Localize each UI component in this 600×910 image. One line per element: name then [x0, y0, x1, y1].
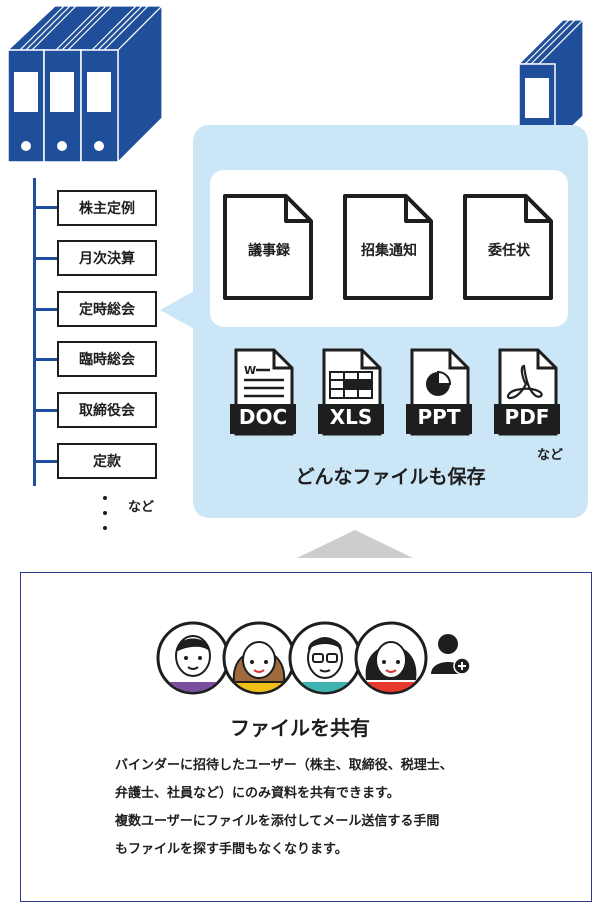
tree-trunk — [33, 178, 36, 486]
folder-item[interactable]: 定款 — [57, 443, 157, 479]
share-box — [20, 572, 592, 902]
file-type-label: PDF — [504, 405, 550, 429]
binder-stack-icon — [6, 4, 164, 164]
svg-text:W: W — [244, 364, 256, 377]
tree-branch — [33, 358, 57, 361]
tree-branch — [33, 409, 57, 412]
avatar — [156, 621, 230, 695]
tree-branch — [33, 206, 57, 209]
description-line: 弁護士、社員など）にのみ資料を共有できます。 — [115, 786, 400, 801]
user-avatar-group — [156, 621, 471, 695]
folder-item[interactable]: 臨時総会 — [57, 341, 157, 377]
file-type-label: DOC — [238, 405, 288, 429]
share-description: バインダーに招待したユーザー（株主、取締役、税理士、 弁護士、社員など）にのみ資… — [115, 752, 575, 864]
save-caption: どんなファイルも保存 — [295, 466, 486, 488]
tree-branch — [33, 460, 57, 463]
tree-branch — [33, 257, 57, 260]
document-label: 議事録 — [248, 243, 290, 259]
avatar — [288, 621, 362, 695]
add-user-icon — [431, 634, 471, 675]
binder-icon — [517, 18, 585, 160]
pdf-file-icon — [494, 348, 560, 436]
folder-item[interactable]: 定時総会 — [57, 291, 157, 327]
doc-file-icon: W — [230, 348, 296, 436]
description-line: バインダーに招待したユーザー（株主、取締役、税理士、 — [115, 758, 453, 773]
avatar — [354, 621, 428, 695]
document-icon — [223, 194, 313, 300]
description-line: 複数ユーザーにファイルを添付してメール送信する手間 — [115, 814, 440, 829]
document-icon — [463, 194, 553, 300]
folder-item[interactable]: 株主定例 — [57, 190, 157, 226]
file-types-etc-label: など — [537, 448, 564, 463]
file-type-label: XLS — [329, 405, 373, 429]
folder-item[interactable]: 取締役会 — [57, 392, 157, 428]
document-label: 委任状 — [488, 243, 530, 259]
bubble-pointer — [160, 290, 196, 330]
xls-file-icon — [318, 348, 384, 436]
document-label: 招集通知 — [361, 243, 417, 259]
description-line: もファイルを探す手間もなくなります。 — [115, 842, 348, 857]
file-type-label: PPT — [417, 405, 461, 429]
tree-branch — [33, 308, 57, 311]
document-icon — [343, 194, 433, 300]
ellipsis-dots — [103, 496, 109, 530]
avatar — [222, 621, 296, 695]
folders-etc-label: など — [128, 500, 155, 515]
folder-item[interactable]: 月次決算 — [57, 240, 157, 276]
arrow-up-icon — [297, 530, 413, 558]
share-title: ファイルを共有 — [230, 716, 370, 740]
ppt-file-icon — [406, 348, 472, 436]
